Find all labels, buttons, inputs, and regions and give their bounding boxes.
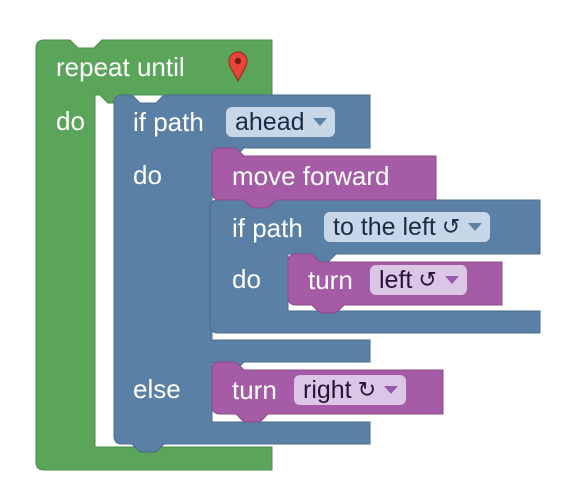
turn-right-keyword: turn [232,375,277,405]
direction-dropdown-left[interactable]: to the left ↺ [324,212,491,242]
direction-dropdown-ahead[interactable]: ahead [226,107,335,137]
turn-left-keyword: turn [308,265,353,295]
move-forward-label: move forward [232,161,390,191]
map-pin-icon [228,51,248,82]
chevron-down-icon [444,276,459,284]
chevron-down-icon [384,386,399,394]
direction-dropdown-value: to the left [333,212,436,241]
rotate-cw-icon: ↻ [357,377,377,402]
chevron-down-icon [468,223,483,231]
move-forward-block[interactable] [211,147,437,209]
chevron-down-icon [312,118,327,126]
turn-direction-value: left [379,265,413,294]
inner-if-path-label: if path [232,213,303,243]
direction-dropdown-value: ahead [235,107,305,136]
if-do-label: do [133,160,162,190]
rotate-ccw-icon: ↺ [418,267,437,292]
inner-do-label: do [232,264,261,294]
turn-direction-dropdown-right[interactable]: right ↻ [294,375,407,405]
repeat-do-label: do [56,106,85,136]
repeat-until-label: repeat until [56,52,185,82]
else-label: else [133,374,181,404]
turn-direction-value: right [303,375,352,404]
turn-direction-dropdown-left[interactable]: left ↺ [370,265,467,295]
if-path-label: if path [133,107,204,137]
rotate-ccw-icon: ↺ [441,214,461,239]
